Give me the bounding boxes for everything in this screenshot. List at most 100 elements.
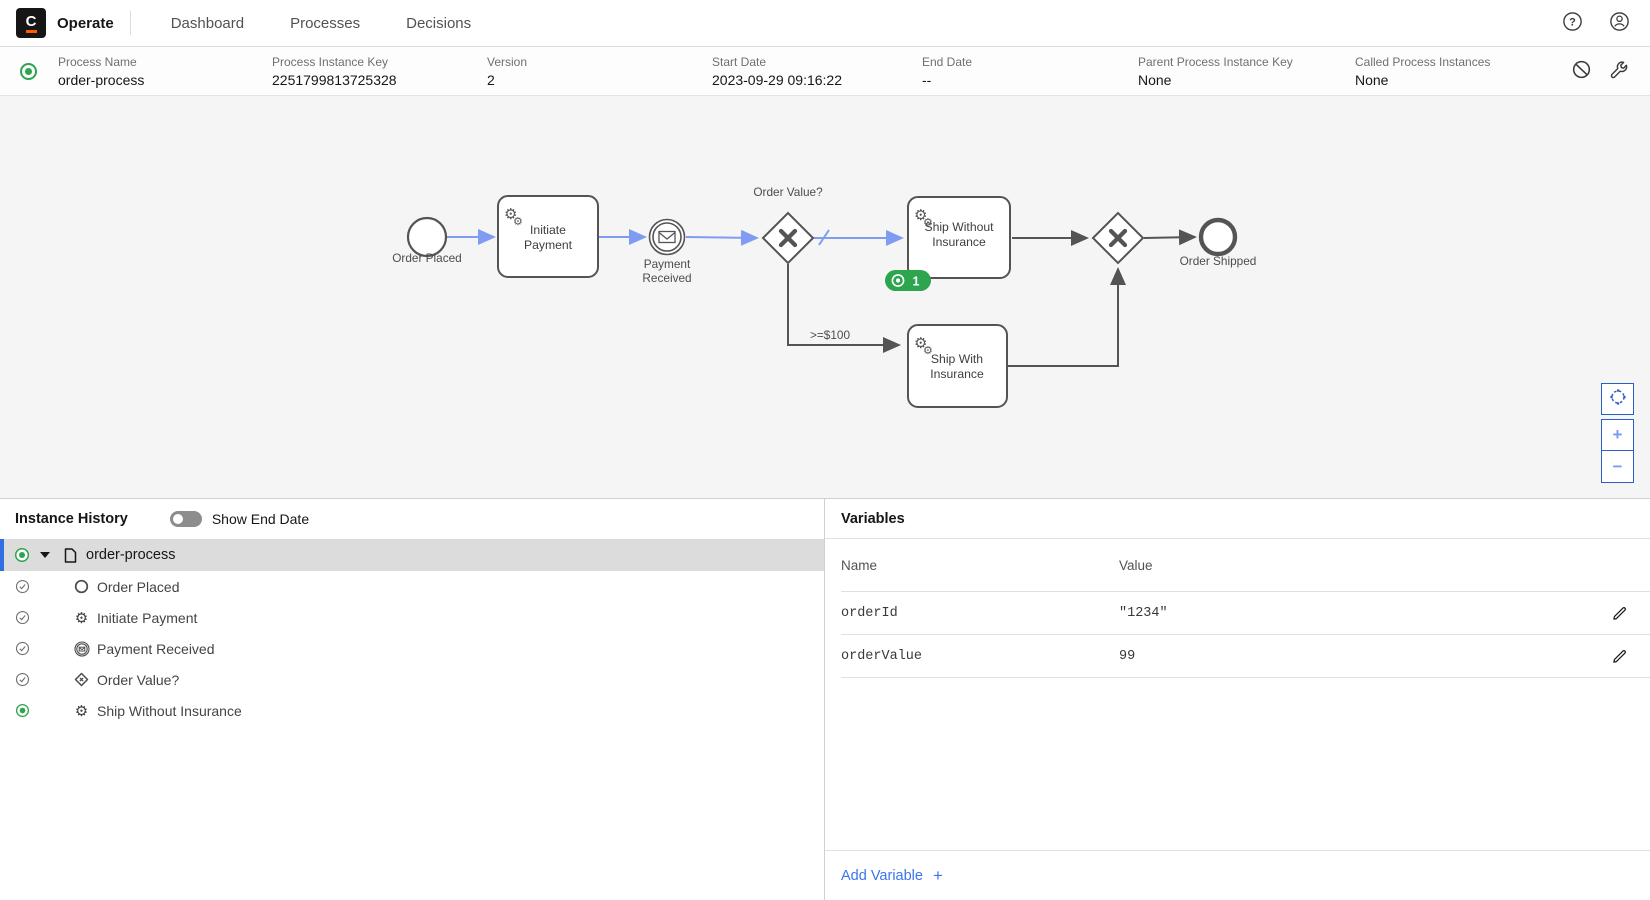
gateway-merge[interactable]: [1091, 211, 1145, 265]
zoom-in-button[interactable]: +: [1601, 419, 1634, 451]
variables-table-header: Name Value: [841, 539, 1650, 592]
nav-divider: [129, 11, 131, 35]
nav-link-decisions[interactable]: Decisions: [406, 14, 472, 32]
variables-title: Variables: [825, 499, 1650, 539]
wrench-icon: [1609, 60, 1628, 82]
camunda-logo: C: [16, 8, 46, 38]
svg-text:Initiate: Initiate: [530, 223, 566, 237]
variable-row: orderId "1234": [841, 592, 1650, 635]
plus-icon: +: [932, 865, 943, 885]
start-event-order-placed[interactable]: Order Placed: [392, 216, 462, 265]
svg-text:Payment: Payment: [644, 257, 691, 271]
svg-text:Payment: Payment: [524, 238, 573, 252]
service-task-icon: ⚙: [914, 206, 927, 224]
cancel-instance-button[interactable]: [1572, 60, 1591, 82]
field-process-instance-key: Process Instance Key 2251799813725328: [272, 54, 397, 88]
history-row-order-placed[interactable]: Order Placed: [0, 571, 824, 602]
field-version: Version 2: [487, 55, 712, 88]
edit-variable-button[interactable]: [1611, 647, 1627, 666]
xor-gateway-icon: [778, 228, 798, 248]
active-instances-badge: 1: [885, 270, 931, 291]
svg-text:Order Shipped: Order Shipped: [1180, 254, 1257, 268]
help-button[interactable]: ?: [1562, 11, 1583, 35]
task-initiate-payment[interactable]: ⚙ ⚙ Initiate Payment: [497, 195, 599, 278]
app-title: Operate: [57, 14, 114, 32]
svg-text:Insurance: Insurance: [930, 367, 984, 381]
task-ship-without-insurance[interactable]: ⚙ ⚙ Ship Without Insurance 1: [885, 196, 1011, 291]
bpmn-diagram-canvas[interactable]: >=$100 Order Placed ⚙ ⚙ Initiate Payment…: [0, 96, 1650, 498]
nav-link-processes[interactable]: Processes: [290, 14, 361, 32]
field-start-date: Start Date 2023-09-29 09:16:22: [712, 54, 842, 88]
history-row-label: Order Placed: [97, 578, 180, 595]
show-end-date-label: Show End Date: [211, 511, 310, 527]
history-row-label: Initiate Payment: [97, 609, 198, 626]
active-state-icon: [14, 703, 30, 718]
process-document-icon: [62, 547, 79, 563]
edit-variable-button[interactable]: [1611, 604, 1627, 623]
field-parent-process-instance-key: Parent Process Instance Key None: [1138, 54, 1293, 88]
history-row-order-value[interactable]: Order Value?: [0, 664, 824, 695]
collapse-caret-icon[interactable]: [40, 552, 50, 558]
main-nav: Dashboard Processes Decisions: [171, 15, 471, 32]
history-row-label: Ship Without Insurance: [97, 702, 242, 719]
add-variable-button[interactable]: Add Variable +: [841, 865, 943, 885]
version-link[interactable]: 2: [487, 71, 495, 88]
edit-pencil-icon: [1611, 604, 1627, 623]
message-icon: [658, 230, 676, 244]
default-flow-marker: [818, 229, 830, 246]
column-header-value: Value: [1119, 557, 1153, 573]
field-called-process-instances: Called Process Instances None: [1355, 54, 1491, 88]
svg-text:⚙: ⚙: [513, 215, 523, 228]
service-task-icon: ⚙: [504, 205, 517, 223]
instance-header: Process Name order-process Process Insta…: [0, 47, 1650, 96]
reset-zoom-icon: [1609, 388, 1627, 411]
show-end-date-toggle[interactable]: [169, 511, 202, 527]
edit-pencil-icon: [1611, 647, 1627, 666]
variable-value: 99: [1119, 648, 1136, 664]
field-process-name: Process Name order-process: [58, 54, 145, 88]
gateway-order-value[interactable]: Order Value?: [753, 185, 823, 265]
start-event-icon: [73, 579, 90, 594]
instance-active-state-icon: [20, 62, 37, 80]
history-row-initiate-payment[interactable]: ⚙ Initiate Payment: [0, 602, 824, 633]
help-icon: ?: [1562, 11, 1583, 35]
completed-state-icon: [14, 610, 30, 625]
service-task-icon: ⚙: [74, 608, 89, 627]
svg-text:?: ?: [1569, 16, 1576, 28]
message-event-payment-received[interactable]: Payment Received: [642, 218, 692, 286]
svg-text:Received: Received: [642, 271, 691, 285]
user-menu-button[interactable]: [1609, 11, 1630, 35]
variable-name: orderId: [841, 605, 898, 621]
svg-text:1: 1: [913, 275, 920, 289]
prohibit-icon: [1572, 60, 1591, 82]
xor-gateway-icon: [1108, 228, 1128, 248]
column-header-name: Name: [841, 557, 878, 573]
user-icon: [1609, 11, 1630, 35]
history-row-root[interactable]: order-process: [0, 539, 824, 571]
history-row-label: order-process: [86, 547, 176, 563]
svg-text:Insurance: Insurance: [932, 235, 986, 249]
modify-instance-button[interactable]: [1609, 60, 1628, 82]
service-task-icon: ⚙: [74, 701, 89, 720]
gateway-icon: [73, 672, 90, 687]
message-event-icon: [73, 640, 90, 657]
task-ship-with-insurance[interactable]: ⚙ ⚙ Ship With Insurance: [907, 324, 1008, 408]
svg-text:⚙: ⚙: [923, 216, 933, 229]
flow-condition-label: >=$100: [810, 328, 850, 342]
svg-text:Order Value?: Order Value?: [753, 185, 823, 199]
service-task-icon: ⚙: [914, 334, 927, 352]
sequence-flows-processed: [447, 229, 904, 246]
history-row-ship-without-insurance[interactable]: ⚙ Ship Without Insurance: [0, 695, 824, 726]
reset-diagram-button[interactable]: [1601, 383, 1634, 415]
completed-state-icon: [14, 672, 30, 687]
end-event-order-shipped[interactable]: Order Shipped: [1180, 217, 1257, 268]
variable-name: orderValue: [841, 648, 923, 664]
top-navigation: C Operate Dashboard Processes Decisions …: [0, 0, 1650, 47]
svg-text:Order Placed: Order Placed: [392, 251, 462, 265]
zoom-out-button[interactable]: −: [1601, 451, 1634, 483]
completed-state-icon: [14, 641, 30, 656]
completed-state-icon: [14, 579, 30, 594]
nav-link-dashboard[interactable]: Dashboard: [170, 14, 245, 32]
history-row-label: Payment Received: [97, 640, 215, 657]
history-row-payment-received[interactable]: Payment Received: [0, 633, 824, 664]
